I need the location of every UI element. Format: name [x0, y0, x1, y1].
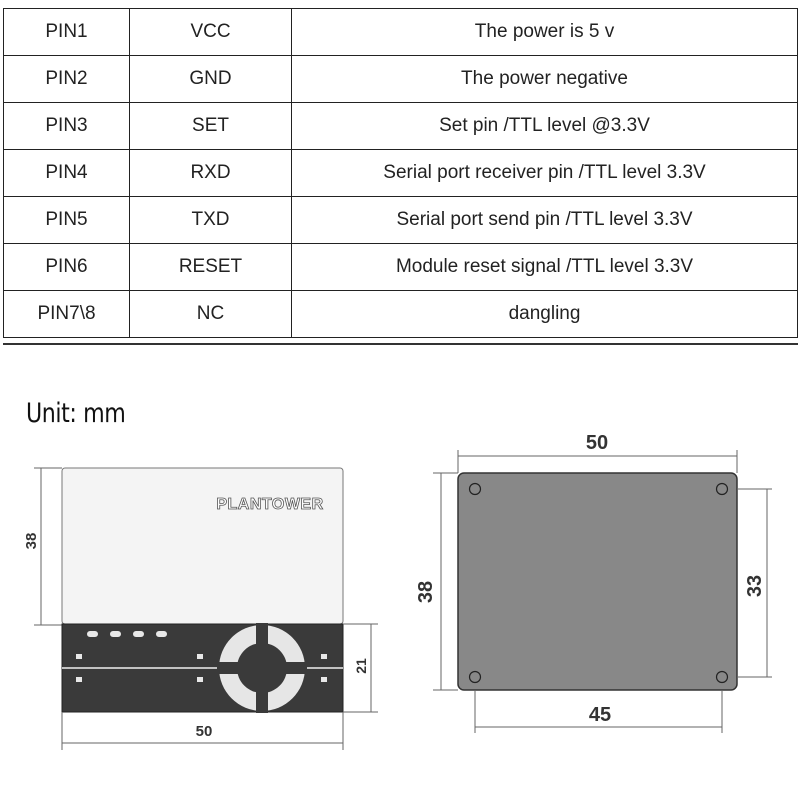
pin-cell: PIN3 — [3, 102, 130, 150]
led-dots — [87, 631, 167, 637]
signal-name-cell: SET — [129, 102, 292, 150]
description-cell: The power is 5 v — [291, 8, 798, 56]
hole-horizontal-dimension — [474, 690, 723, 733]
front-lower-height-dimension — [343, 623, 378, 713]
hole-horizontal-label: 45 — [589, 704, 611, 726]
back-plate — [457, 472, 738, 691]
unit-label: Unit: mm — [26, 398, 126, 429]
pin-cell: PIN4 — [3, 149, 130, 197]
case-top-cover — [61, 467, 344, 625]
fan-grille — [217, 623, 307, 713]
front-height-dimension — [34, 467, 62, 626]
signal-name-cell: GND — [129, 55, 292, 103]
pin-cell: PIN7\8 — [3, 290, 130, 338]
front-view: 38 PLANTOWER — [23, 467, 378, 750]
pin-cell: PIN2 — [3, 55, 130, 103]
front-width-dimension — [61, 712, 344, 750]
back-width-label: 50 — [586, 432, 608, 454]
hole-vertical-label: 33 — [744, 575, 766, 597]
description-cell: Serial port send pin /TTL level 3.3V — [291, 196, 798, 244]
front-height-label: 38 — [23, 533, 40, 550]
signal-name-cell: TXD — [129, 196, 292, 244]
pin-cell: PIN6 — [3, 243, 130, 291]
back-height-dimension — [433, 472, 458, 691]
signal-name-cell: VCC — [129, 8, 292, 56]
description-cell: Set pin /TTL level @3.3V — [291, 102, 798, 150]
table-bottom-rule — [3, 343, 798, 345]
description-cell: The power negative — [291, 55, 798, 103]
signal-name-cell: NC — [129, 290, 292, 338]
side-slots — [76, 654, 327, 682]
brand-logo: PLANTOWER — [216, 496, 323, 513]
description-cell: Module reset signal /TTL level 3.3V — [291, 243, 798, 291]
signal-name-cell: RESET — [129, 243, 292, 291]
back-view: 50 38 33 45 — [415, 432, 772, 733]
description-cell: dangling — [291, 290, 798, 338]
dimension-drawings: 38 PLANTOWER — [23, 432, 772, 750]
back-width-dimension — [457, 450, 738, 473]
hole-vertical-dimension — [737, 488, 772, 678]
back-height-label: 38 — [415, 581, 437, 603]
description-cell: Serial port receiver pin /TTL level 3.3V — [291, 149, 798, 197]
front-width-label: 50 — [196, 723, 213, 740]
mounting-holes — [468, 482, 729, 684]
signal-name-cell: RXD — [129, 149, 292, 197]
pin-cell: PIN1 — [3, 8, 130, 56]
front-lower-height-label: 21 — [353, 658, 369, 674]
pin-cell: PIN5 — [3, 196, 130, 244]
